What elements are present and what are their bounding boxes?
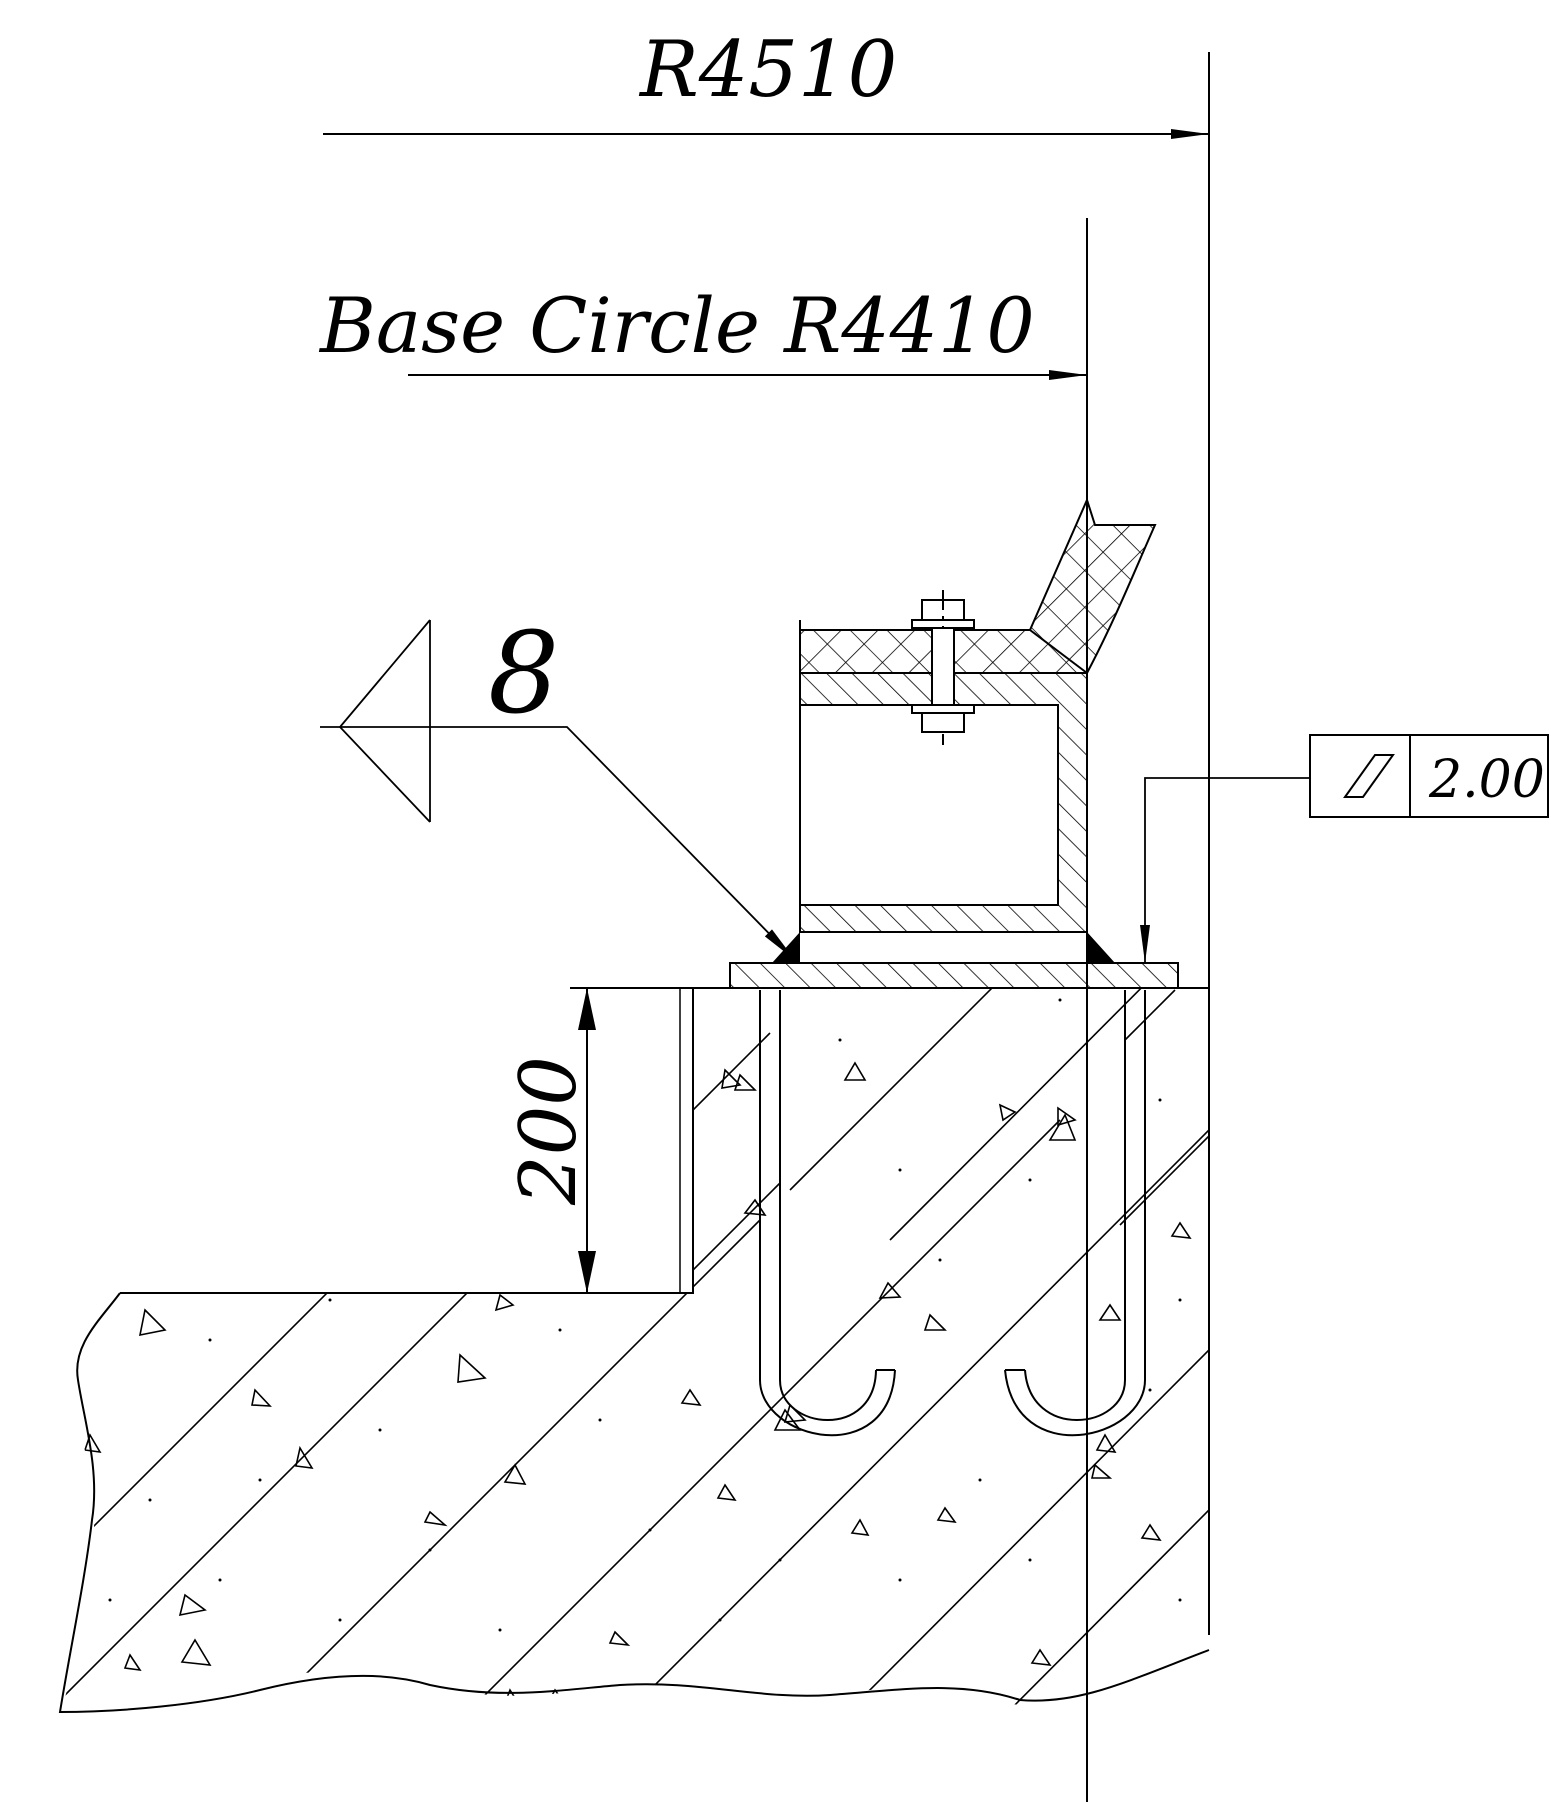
ring-beam-channel xyxy=(799,620,1088,933)
flatness-tolerance-frame: 2.00 xyxy=(1140,734,1549,963)
weld-symbol: 8 xyxy=(320,609,796,961)
base-circle-label: Base Circle R4410 xyxy=(318,281,1035,370)
hold-down-bolt xyxy=(911,590,975,745)
flatness-tolerance-value: 2.00 xyxy=(1428,750,1545,810)
weld-size-label: 8 xyxy=(488,609,559,739)
concrete-foundation xyxy=(58,987,1210,1714)
anchor-bolt-right xyxy=(1004,990,1146,1437)
outer-radius-label: R4510 xyxy=(638,25,897,115)
height-dim-label: 200 xyxy=(504,1056,594,1206)
anchor-bolt-left xyxy=(759,990,896,1437)
base-circle-dimension: Base Circle R4410 xyxy=(318,281,1087,380)
base-plate xyxy=(729,962,1179,989)
weld-fillet-right xyxy=(1087,932,1115,963)
height-dimension: 200 xyxy=(504,987,685,1293)
flatness-symbol-icon xyxy=(1343,754,1395,798)
insulation-pad xyxy=(799,497,1157,674)
weld-fillet-left xyxy=(772,932,800,963)
outer-radius-dimension: R4510 xyxy=(323,25,1209,139)
